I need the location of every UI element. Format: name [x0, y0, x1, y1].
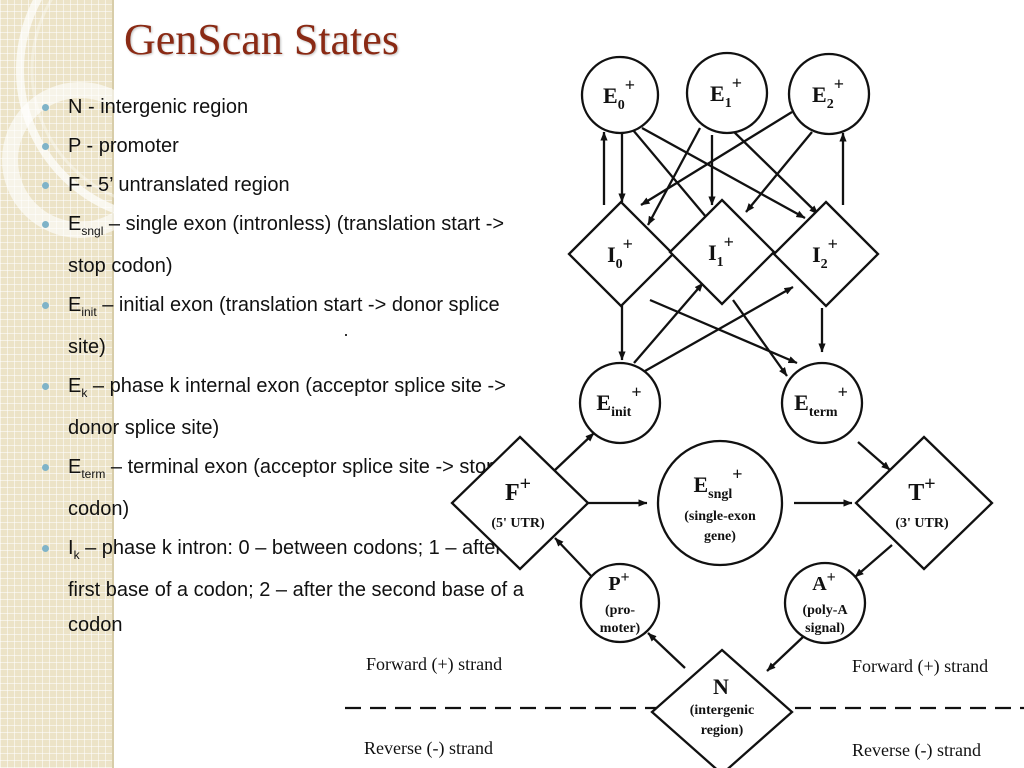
bullet-icon	[42, 104, 49, 111]
bullet-text: F - 5’ untranslated region	[68, 174, 290, 196]
bullet-text: – phase k intron: 0 – between codons; 1 …	[68, 537, 536, 636]
svg-text:I2+: I2+	[812, 234, 838, 272]
svg-text:(single-exon: (single-exon	[684, 509, 756, 524]
bullet-item: P - promoter	[36, 129, 536, 164]
bullet-text: P - promoter	[68, 135, 179, 157]
svg-text:E2+: E2+	[812, 74, 844, 112]
svg-text:N: N	[713, 674, 729, 699]
svg-text:F+: F+	[505, 473, 531, 506]
svg-text:Eterm+: Eterm+	[794, 382, 848, 420]
node-e1: E1+	[685, 51, 769, 135]
bullet-item: N - intergenic region	[36, 90, 536, 125]
bullet-icon	[42, 383, 49, 390]
node-e2: E2+	[787, 52, 871, 136]
svg-text:A+: A+	[812, 569, 836, 595]
node-t: T+ (3' UTR)	[854, 435, 994, 571]
bullet-item: Eterm – terminal exon (acceptor splice s…	[36, 450, 536, 527]
bullet-text: – terminal exon (acceptor splice site ->…	[68, 456, 498, 520]
stray-dot	[345, 334, 347, 336]
edges	[554, 111, 893, 672]
node-f: F+ (5' UTR)	[450, 435, 590, 571]
bullet-subscript: init	[81, 305, 97, 319]
node-i1: I1+	[668, 198, 776, 306]
node-i2: I2+	[772, 200, 880, 308]
svg-text:(pro-: (pro-	[605, 603, 635, 618]
node-eterm: Eterm+	[780, 361, 864, 445]
bullet-icon	[42, 143, 49, 150]
svg-text:moter): moter)	[600, 621, 641, 636]
bullet-icon	[42, 182, 49, 189]
slide-title: GenScan States	[124, 15, 399, 64]
bullet-icon	[42, 545, 49, 552]
svg-text:P+: P+	[608, 569, 629, 595]
bullet-item: Esngl – single exon (intronless) (transl…	[36, 207, 536, 284]
svg-text:E0+: E0+	[603, 75, 635, 113]
svg-text:I0+: I0+	[607, 234, 633, 272]
bullet-list: N - intergenic region P - promoter F - 5…	[36, 90, 536, 647]
node-n: N (intergenic region)	[650, 648, 794, 768]
svg-text:(poly-A: (poly-A	[802, 603, 848, 618]
bullet-text: I	[68, 537, 74, 559]
bullet-subscript: term	[81, 467, 106, 481]
svg-text:(5' UTR): (5' UTR)	[491, 516, 545, 531]
svg-text:region): region)	[701, 723, 744, 738]
bullet-subscript: k	[81, 386, 88, 400]
bullet-subscript: sngl	[81, 224, 104, 238]
strand-label-reverse-left: Reverse (-) strand	[364, 738, 493, 759]
node-e0: E0+	[580, 55, 660, 135]
sidebar-edge	[112, 0, 114, 768]
bullet-item: F - 5’ untranslated region	[36, 168, 536, 203]
bullet-icon	[42, 464, 49, 471]
node-p: P+ (pro- moter)	[579, 562, 661, 644]
bullet-text: E	[68, 456, 82, 478]
svg-text:(3' UTR): (3' UTR)	[895, 516, 949, 531]
svg-text:(intergenic: (intergenic	[690, 703, 755, 718]
genscan-state-diagram: E0+ E1+ E2+ I0+ I1+ I2+ Einit+ Eterm+ F+…	[345, 51, 1024, 768]
svg-text:T+: T+	[908, 473, 935, 506]
bullet-item: Einit – initial exon (translation start …	[36, 288, 536, 365]
strand-label-forward-right: Forward (+) strand	[852, 656, 988, 677]
node-einit: Einit+	[578, 361, 662, 445]
bullet-text: N - intergenic region	[68, 96, 249, 118]
svg-text:Esngl+: Esngl+	[693, 464, 742, 502]
node-a: A+ (poly-A signal)	[783, 561, 867, 645]
strand-label-forward-left: Forward (+) strand	[366, 654, 502, 675]
svg-text:gene): gene)	[704, 529, 736, 544]
bullet-subscript: k	[73, 548, 80, 562]
bullet-text: – phase k internal exon (acceptor splice…	[68, 375, 506, 439]
svg-text:I1+: I1+	[708, 232, 734, 270]
bullet-text: – initial exon (translation start -> don…	[68, 294, 500, 358]
svg-text:signal): signal)	[805, 621, 845, 636]
node-i0: I0+	[567, 200, 675, 308]
svg-text:E1+: E1+	[710, 73, 742, 111]
bullet-icon	[42, 302, 49, 309]
bullet-item: Ek – phase k internal exon (acceptor spl…	[36, 369, 536, 446]
bullet-text: E	[68, 375, 82, 397]
strand-label-reverse-right: Reverse (-) strand	[852, 740, 981, 761]
bullet-text: E	[68, 294, 82, 316]
bullet-icon	[42, 221, 49, 228]
svg-text:Einit+: Einit+	[596, 382, 641, 420]
bullet-text: E	[68, 213, 82, 235]
node-esngl: Esngl+ (single-exon gene)	[656, 439, 784, 567]
bullet-text: – single exon (intronless) (translation …	[68, 213, 505, 277]
bullet-item: Ik – phase k intron: 0 – between codons;…	[36, 531, 536, 643]
